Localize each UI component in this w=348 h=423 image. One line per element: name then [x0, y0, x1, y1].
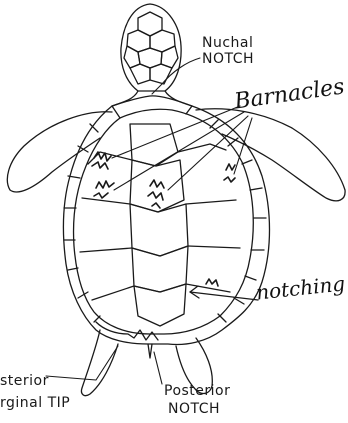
nuchal-notch-label: NOTCH	[202, 52, 254, 67]
nuchal-label: Nuchal	[202, 36, 253, 51]
rear-left-flipper	[81, 330, 118, 396]
notching-arrow	[190, 286, 258, 300]
posterior-marginal-tip-leader	[46, 346, 118, 380]
posterior-label: Posterior	[164, 384, 230, 399]
vertebral-scutes	[130, 124, 188, 326]
barnacle-clusters	[92, 152, 235, 286]
costal-scutes	[80, 144, 240, 300]
posterior-marginal-label: sterior	[0, 374, 49, 389]
front-left-flipper	[7, 112, 112, 192]
marginal-tip-label: rginal TIP	[0, 396, 70, 411]
turtle-head	[121, 4, 181, 91]
turtle-tail	[148, 344, 152, 358]
marginal-scute-dividers	[64, 106, 266, 322]
barnacle-leader-lines	[112, 106, 252, 190]
marginal-scute-ring	[74, 109, 254, 334]
carapace-outline	[63, 96, 269, 345]
front-right-flipper	[196, 109, 345, 201]
posterior-notch-label: NOTCH	[168, 402, 220, 417]
posterior-notch-leader	[154, 352, 162, 384]
